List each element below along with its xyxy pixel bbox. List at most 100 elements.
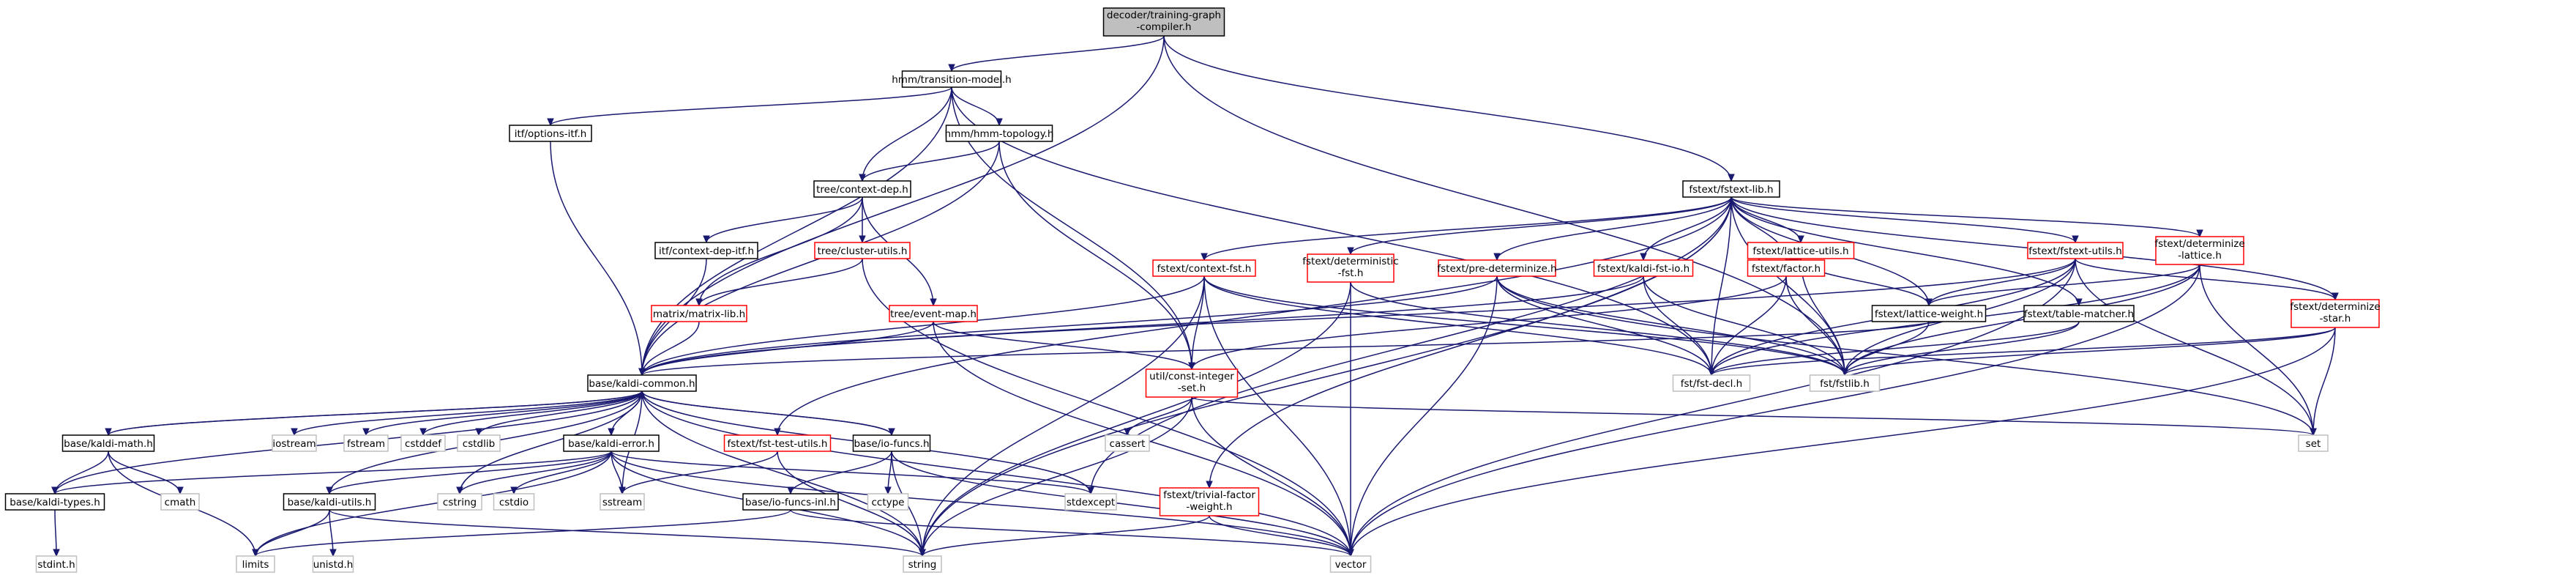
node-detfst[interactable]: fstext/deterministic-fst.h: [1302, 253, 1399, 283]
node-kaldiio[interactable]: fstext/kaldi-fst-io.h: [1593, 259, 1694, 277]
node-label-types: base/kaldi-types.h: [10, 497, 100, 508]
node-common[interactable]: base/kaldi-common.h: [587, 374, 697, 392]
node-box-cstdio: [493, 493, 535, 511]
node-fstutil[interactable]: fstext/fstext-utils.h: [2027, 242, 2124, 259]
node-box-cstddef: [400, 434, 446, 452]
node-label-iostream: iostream: [272, 438, 316, 450]
node-latw[interactable]: fstext/lattice-weight.h: [1871, 305, 1987, 322]
edge-fstutil-to-detstar: [2075, 258, 2336, 300]
edge-fstutil-to-set: [2075, 258, 2314, 436]
node-box-fstdecl: [1672, 374, 1751, 392]
node-label-cctype: cctype: [871, 497, 904, 508]
node-label-cassert: cassert: [1110, 438, 1146, 450]
node-error[interactable]: base/kaldi-error.h: [563, 434, 660, 452]
node-box-utils: [283, 493, 376, 511]
edge-factor-to-constint: [1191, 275, 1787, 370]
edge-common-to-string: [641, 390, 923, 557]
node-math[interactable]: base/kaldi-math.h: [61, 434, 155, 452]
node-fsttest[interactable]: fstext/fst-test-utils.h: [723, 434, 832, 452]
node-label-tablem: fstext/table-matcher.h: [2024, 308, 2134, 320]
node-unistd: unistd.h: [312, 555, 354, 573]
node-topo[interactable]: hmm/hmm-topology.h: [944, 125, 1054, 142]
edge-iofuncs-to-common: [641, 390, 892, 436]
node-itfctx[interactable]: itf/context-dep-itf.h: [654, 242, 758, 259]
node-box-trivial: [1159, 487, 1260, 516]
node-label-detfst: fstext/deterministic: [1302, 256, 1398, 267]
edge-detstar-to-fstfstlib: [1844, 327, 2336, 376]
node-factor[interactable]: fstext/factor.h: [1747, 259, 1826, 277]
node-cstdlib: cstdlib: [457, 434, 501, 452]
node-box-factor: [1747, 259, 1826, 277]
arrowhead-detstar-to-fstdecl: [1708, 368, 1715, 377]
edge-predet-to-fstfstlib: [1496, 275, 1845, 376]
arrowhead-common-to-error: [608, 428, 615, 437]
arrowhead-tm-to-itfopt: [547, 118, 554, 127]
arrowhead-cluster-to-matrix: [695, 298, 703, 307]
edge-ctxdep-to-matrix: [698, 196, 863, 306]
node-box-fsttest: [723, 434, 832, 452]
edge-fstlib-to-ctxfst: [1203, 196, 1732, 261]
node-tm[interactable]: hmm/transition-model.h: [892, 70, 1012, 88]
edge-itfopt-to-common: [550, 141, 643, 376]
edge-matrix-to-common: [641, 321, 700, 376]
node-label-detlat: -lattice.h: [2178, 250, 2222, 262]
node-label-detfst: -fst.h: [1338, 267, 1364, 279]
node-types[interactable]: base/kaldi-types.h: [4, 493, 105, 511]
node-evmap[interactable]: tree/event-map.h: [889, 305, 978, 322]
node-box-fstutil: [2027, 242, 2124, 259]
edge-fstlib-to-fstdecl: [1711, 196, 1732, 376]
node-latutil[interactable]: fstext/lattice-utils.h: [1747, 242, 1855, 259]
node-cluster[interactable]: tree/cluster-utils.h: [814, 242, 911, 259]
arrowhead-fstlib-to-fstutil: [2072, 235, 2079, 244]
node-box-cstring: [437, 493, 482, 511]
node-ctxdep[interactable]: tree/context-dep.h: [813, 180, 911, 198]
node-iofuncs[interactable]: base/io-funcs.h: [852, 434, 931, 452]
node-label-utils: base/kaldi-utils.h: [288, 497, 372, 508]
arrowhead-latw-to-common: [638, 368, 646, 377]
edge-constint-to-string: [922, 396, 1192, 557]
arrowhead-common-to-math: [105, 428, 112, 437]
node-box-root: [1102, 7, 1225, 37]
arrowhead-common-to-cstdlib: [475, 428, 482, 437]
node-matrix[interactable]: matrix/matrix-lib.h: [651, 305, 747, 322]
node-label-stdexcept: stdexcept: [1067, 497, 1115, 508]
node-box-itfopt: [509, 125, 592, 142]
node-utils[interactable]: base/kaldi-utils.h: [283, 493, 376, 511]
node-constint[interactable]: util/const-integer-set.h: [1145, 368, 1239, 398]
node-trivial[interactable]: fstext/trivial-factor-weight.h: [1159, 487, 1260, 516]
edge-cluster-to-matrix: [698, 258, 863, 306]
edge-fstutil-to-latw: [1928, 258, 2076, 306]
edge-kaldiio-to-fstdecl: [1643, 275, 1712, 376]
node-box-kaldiio: [1593, 259, 1694, 277]
node-label-evmap: tree/event-map.h: [890, 308, 977, 320]
node-label-latutil: fstext/lattice-utils.h: [1752, 245, 1848, 257]
node-limits: limits: [236, 555, 275, 573]
node-cassert: cassert: [1105, 434, 1150, 452]
node-ctxfst[interactable]: fstext/context-fst.h: [1152, 259, 1256, 277]
node-label-fstfstlib: fst/fstlib.h: [1820, 378, 1870, 390]
node-label-math: base/kaldi-math.h: [64, 438, 153, 450]
node-detstar[interactable]: fstext/determinize-star.h: [2290, 299, 2381, 328]
node-itfopt[interactable]: itf/options-itf.h: [509, 125, 592, 142]
edge-error-to-cstring: [459, 451, 612, 494]
node-box-tm: [901, 70, 1002, 88]
node-label-iofinl: base/io-funcs-inl.h: [745, 497, 836, 508]
arrowhead-topo-to-ctxdep: [859, 174, 866, 182]
edge-trivial-to-string: [922, 515, 1210, 557]
edge-detlat-to-set: [2199, 264, 2314, 436]
node-stdexcept: stdexcept: [1064, 493, 1117, 511]
arrowhead-common-to-cstddef: [419, 428, 427, 437]
node-label-root: -compiler.h: [1136, 21, 1191, 33]
node-detlat[interactable]: fstext/determinize-lattice.h: [2154, 236, 2245, 265]
node-cmath: cmath: [160, 493, 200, 511]
node-tablem[interactable]: fstext/table-matcher.h: [2023, 305, 2135, 322]
node-string: string: [903, 555, 942, 573]
node-root[interactable]: decoder/training-graph-compiler.h: [1102, 7, 1225, 37]
arrowhead-fstlib-to-trivial: [1206, 481, 1213, 489]
node-label-detlat: fstext/determinize: [2154, 238, 2244, 250]
edge-fstlib-to-detlat: [1731, 196, 2200, 237]
node-predet[interactable]: fstext/pre-determinize.h: [1437, 259, 1557, 277]
node-fstlib[interactable]: fstext/fstext-lib.h: [1682, 180, 1780, 198]
node-box-error: [563, 434, 660, 452]
node-iofinl[interactable]: base/io-funcs-inl.h: [742, 493, 839, 511]
